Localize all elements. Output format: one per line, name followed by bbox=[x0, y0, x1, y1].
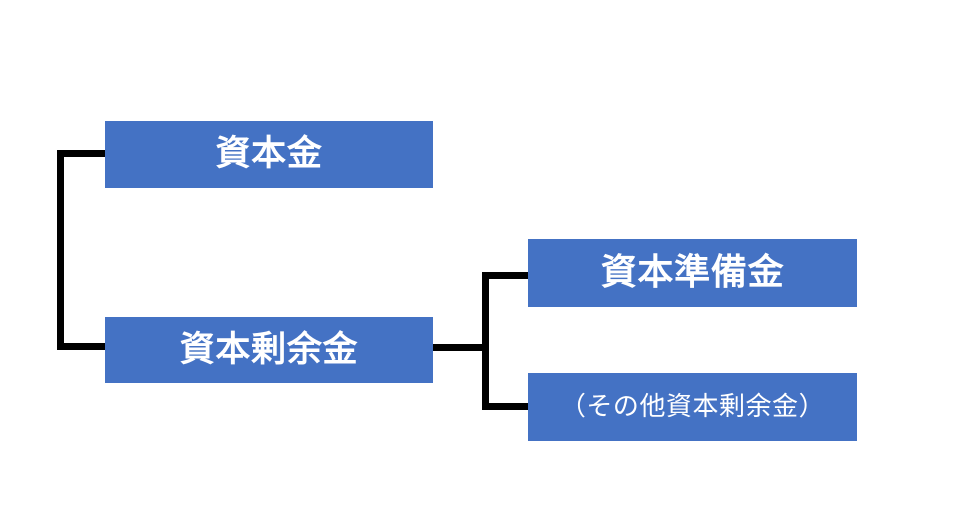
right-bracket-vertical-line bbox=[482, 272, 489, 410]
node-box-shihonkin[interactable]: 資本金 bbox=[105, 121, 433, 188]
node-label-shihon-joyokin: 資本剰余金 bbox=[179, 329, 359, 370]
stem-shihon-joyokin-to-right-bracket bbox=[432, 344, 488, 351]
node-box-shihon-junbikin[interactable]: 資本準備金 bbox=[528, 239, 857, 307]
left-bracket-vertical-line bbox=[57, 150, 64, 350]
node-label-shihonkin: 資本金 bbox=[215, 134, 323, 175]
node-box-shihon-joyokin[interactable]: 資本剰余金 bbox=[105, 317, 433, 383]
node-box-sonota-shihon-joyokin[interactable]: （その他資本剰余金） bbox=[528, 373, 857, 441]
node-label-sonota-shihon-joyokin: （その他資本剰余金） bbox=[559, 391, 826, 422]
node-label-shihon-junbikin: 資本準備金 bbox=[600, 252, 785, 294]
left-bracket-arm-to-shihonkin bbox=[57, 150, 107, 157]
right-bracket-arm-to-sonota-shihon-joyokin bbox=[482, 403, 530, 410]
left-bracket-arm-to-shihon-joyokin bbox=[57, 343, 107, 350]
right-bracket-arm-to-shihon-junbikin bbox=[482, 272, 530, 279]
